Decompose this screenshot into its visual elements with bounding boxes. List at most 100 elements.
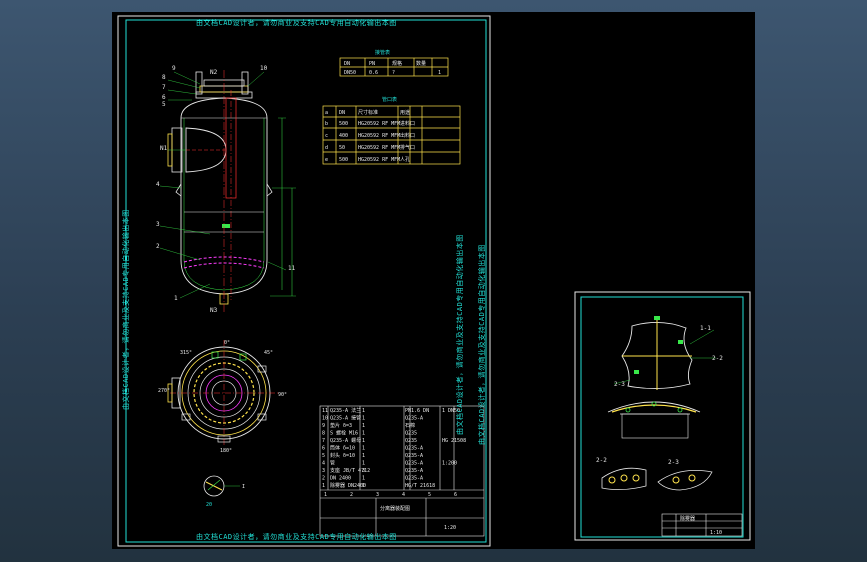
parts-table-cell: 人孔 (400, 156, 410, 163)
bom-cell: 1 (362, 476, 365, 482)
plan-angle-label: 315° (180, 350, 192, 356)
bom-table (319, 405, 485, 537)
section-callout: 2-2 (712, 355, 723, 362)
plan-angle-label: 270° (158, 388, 170, 394)
parts-table-cell: 出料口 (400, 132, 415, 139)
parts-table-cell: 进料口 (400, 120, 415, 127)
side-title-name: 除雾器 (680, 515, 695, 522)
nozzle-table (339, 57, 449, 77)
bom-footer-label: 5 (428, 492, 431, 498)
bom-drawing-name: 分离器装配图 (380, 505, 410, 512)
bom-cell: Q235-A (405, 468, 423, 474)
elevation-callout: N2 (210, 69, 218, 76)
bom-cell: Q235-A (405, 416, 423, 422)
parts-table-cell: 500 (339, 157, 348, 163)
nozzle-cell-1: DN50 (344, 70, 356, 76)
parts-table-cell: HG20592 RF MFM (358, 145, 400, 151)
parts-table-cell: c (325, 133, 328, 139)
demister-section (607, 401, 701, 439)
bom-footer-label: 1 (324, 492, 327, 498)
bom-drawing-code: 1:20 (444, 525, 456, 531)
watermark-left: 由文档CAD设计者，请勿商业及支持CAD专用自动化输出本图 (122, 209, 130, 410)
bom-cell: 5 (322, 453, 325, 459)
elevation-callout: N3 (210, 307, 218, 314)
bom-cell: 8 (322, 431, 325, 437)
bom-cell: PN1.6 DN (405, 408, 429, 414)
parts-table-cell: e (325, 157, 328, 163)
elevation-callout: 10 (260, 65, 268, 72)
nozzle-header-1: DN (344, 61, 350, 67)
nozzle-header-4: 数量 (416, 60, 426, 67)
demister-detail-2-3 (657, 469, 713, 491)
elevation-callout: 9 (172, 65, 176, 72)
section-callout: 1-1 (700, 325, 711, 332)
elevation-callout: 3 (156, 221, 160, 228)
parts-table (322, 105, 461, 165)
nozzle-header-2: PN (369, 61, 375, 67)
watermark-center: 由文档CAD设计者，请勿商业及支持CAD专用自动化输出本图 (456, 234, 464, 435)
plan-angle-label: 90° (278, 392, 287, 398)
parts-table-cell: 500 (339, 121, 348, 127)
bom-cell: 6 (322, 446, 325, 452)
bom-cell: 垫片 δ=3 (330, 422, 352, 429)
parts-table-cell: a (325, 110, 328, 116)
bom-cell: DN 2400 (330, 476, 351, 482)
nozzle-cell-4: 1 (438, 70, 441, 76)
bom-cell: 1 (362, 431, 365, 437)
parts-table-cell: 尺寸标准 (358, 109, 378, 116)
demister-plan (613, 316, 716, 390)
parts-table-cell: HG20592 RF MFM (358, 121, 400, 127)
elevation-callout: 7 (162, 84, 166, 91)
bom-cell: 封头 δ=10 (330, 452, 355, 459)
plan-callouts: 0° 45° 90° 180° 270° 315° (158, 340, 287, 454)
parts-table-cell: HG20592 RF MFM (358, 133, 400, 139)
elevation-callout: 8 (162, 74, 166, 81)
parts-table-cell: b (325, 121, 328, 127)
bom-cell: 10 (322, 416, 328, 422)
bom-cell: 1 (362, 483, 365, 489)
cad-drawing-canvas[interactable] (112, 12, 755, 549)
elevation-callout: 6 (162, 94, 166, 101)
section-callout: 2-3 (668, 459, 679, 466)
bom-footer-label: 3 (376, 492, 379, 498)
demister-detail-2-2 (601, 467, 647, 490)
bom-cell: 3 (322, 468, 325, 474)
sheet-outer-border (117, 15, 491, 547)
bom-cell: 1 (362, 408, 365, 414)
bom-cell: 1 (362, 423, 365, 429)
bom-cell: Q235 (405, 431, 417, 437)
side-callouts: 1-1 2-2 2-3 2-2 2-3 (596, 325, 723, 466)
bom-cell: 除雾器 DN2400 (330, 482, 366, 489)
bom-footer-label: 4 (402, 492, 405, 498)
bom-cell: Q235-A 接管 (330, 415, 361, 422)
bom-cell: 1 DN50 (442, 408, 460, 414)
section-callout: 2-2 (596, 457, 607, 464)
bom-cell: Q235 (405, 438, 417, 444)
parts-table-cell: 50 (339, 145, 345, 151)
detail-view-i (203, 475, 240, 497)
plan-angle-label: 180° (220, 448, 232, 454)
bom-cell: 9 (322, 423, 325, 429)
bom-cell: Q235-A (405, 446, 423, 452)
bom-cell: 1 (362, 461, 365, 467)
plan-angle-label: 0° (224, 340, 230, 346)
side-title-code: 1:10 (710, 530, 722, 536)
bom-footer-label: 6 (454, 492, 457, 498)
bom-cell: 11 (322, 408, 328, 414)
detail-sheet-outer (574, 291, 751, 541)
bom-cell: 4 (322, 461, 325, 467)
section-callout: 2-3 (614, 381, 625, 388)
plan-angle-label: 45° (264, 350, 273, 356)
bom-cell: 石棉 (405, 422, 415, 429)
elevation-callout: 4 (156, 181, 160, 188)
nozzle-table-title: 接管表 (375, 49, 390, 56)
elevation-callout: 5 (162, 101, 166, 108)
detail-label: I (242, 484, 245, 490)
bom-cell: 1 (362, 446, 365, 452)
bom-cell: Q235-A 法兰 (330, 407, 361, 414)
